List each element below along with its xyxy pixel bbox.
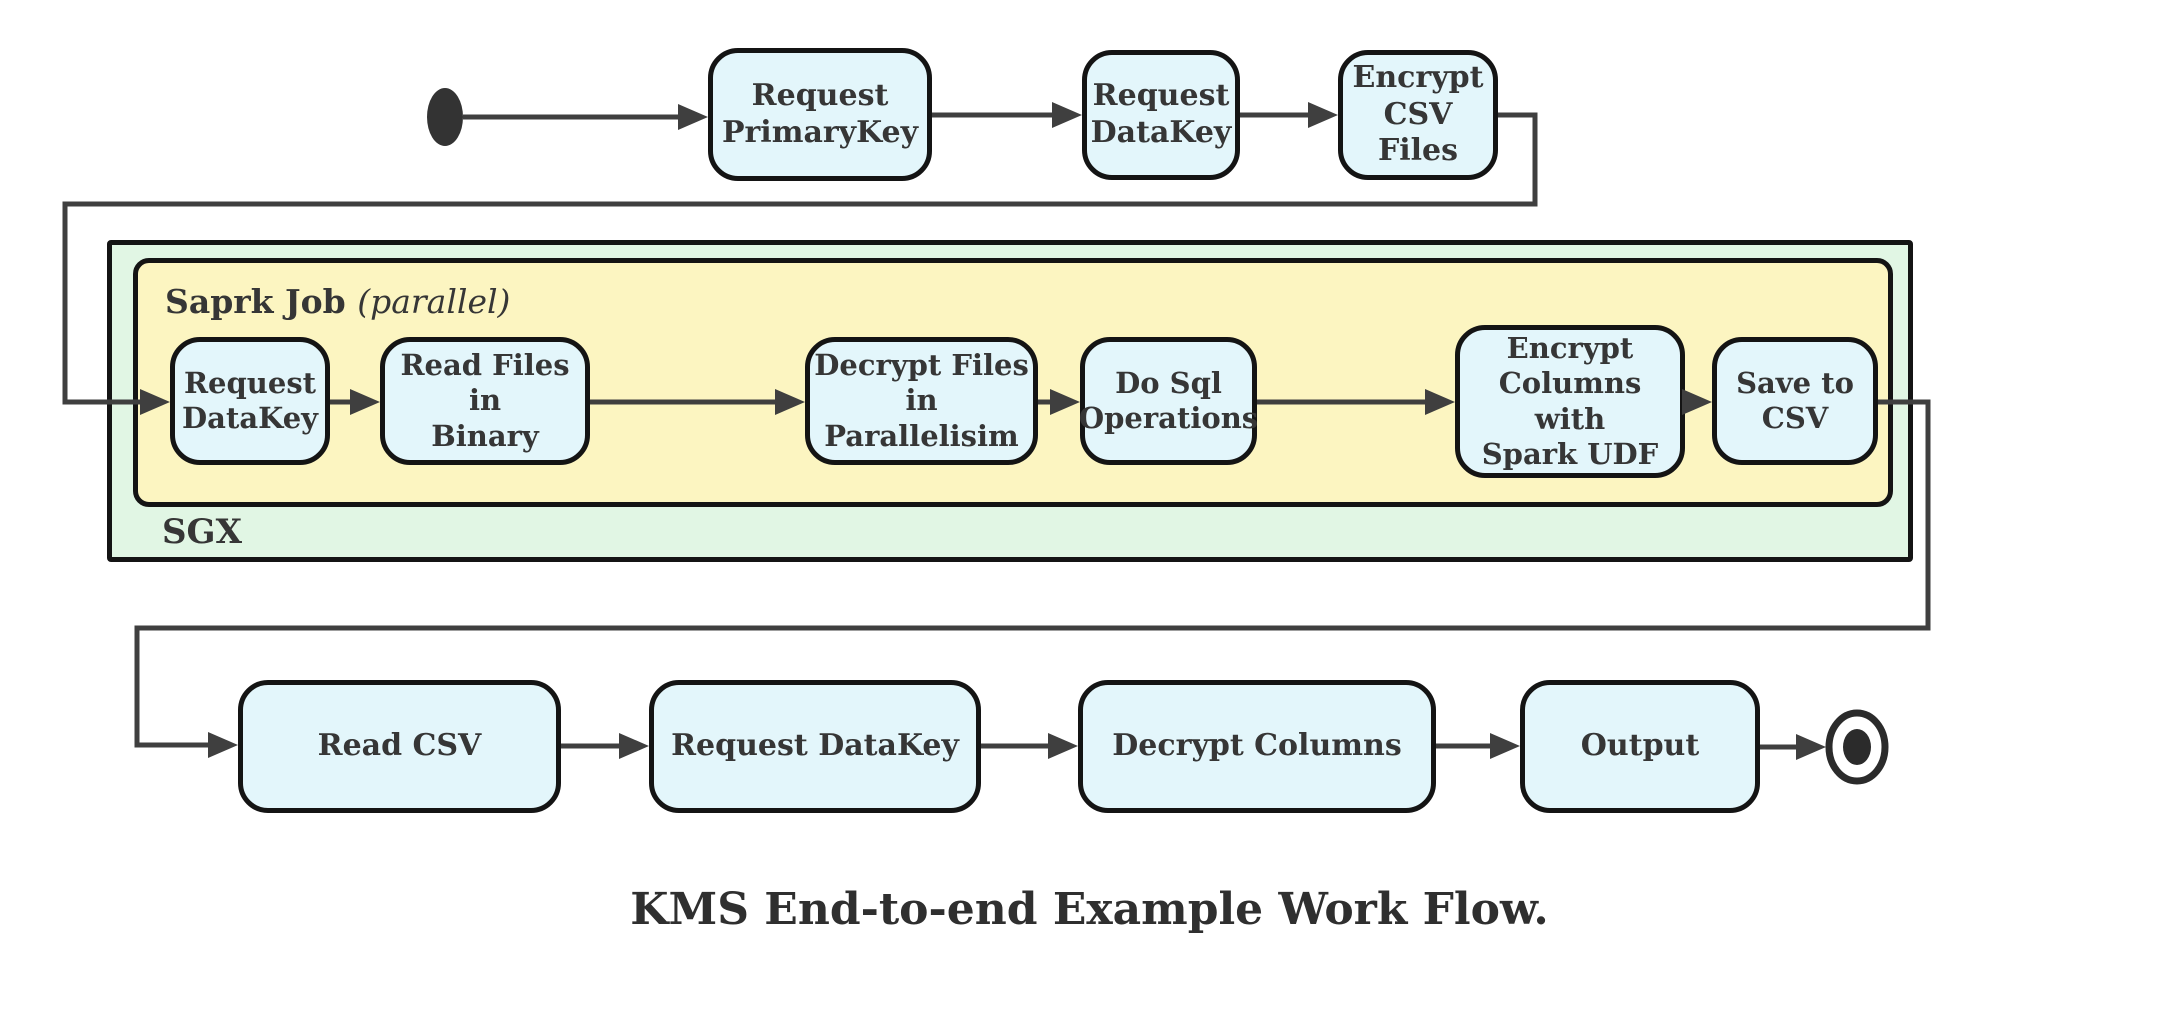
activity-read-csv: Read CSV bbox=[238, 680, 561, 813]
activity-encrypt-columns-with-spark-udf: Encrypt Columns with Spark UDF bbox=[1455, 325, 1685, 478]
activity-request-datakey-bottom: Request DataKey bbox=[649, 680, 981, 813]
activity-output: Output bbox=[1520, 680, 1760, 813]
spark-job-label: Saprk Job (parallel) bbox=[165, 282, 510, 321]
activity-save-to-csv: Save to CSV bbox=[1712, 337, 1878, 465]
activity-decrypt-columns: Decrypt Columns bbox=[1078, 680, 1436, 813]
edge-decrypt-columns-to-output bbox=[1436, 733, 1520, 759]
diagram-caption: KMS End-to-end Example Work Flow. bbox=[630, 884, 1549, 935]
spark-job-title: Saprk Job bbox=[165, 282, 346, 321]
activity-decrypt-files-in-parallelisim: Decrypt Files in Parallelisim bbox=[805, 337, 1038, 465]
start-node-icon bbox=[427, 88, 463, 146]
activity-do-sql-operations: Do Sql Operations bbox=[1079, 337, 1258, 465]
activity-read-files-in-binary: Read Files in Binary bbox=[380, 337, 590, 465]
edge-output-to-end bbox=[1760, 734, 1826, 760]
activity-request-datakey-top: Request DataKey bbox=[1082, 50, 1240, 180]
end-node-icon bbox=[1825, 709, 1889, 785]
activity-request-primarykey: Request PrimaryKey bbox=[708, 48, 932, 181]
spark-job-qualifier: (parallel) bbox=[357, 282, 511, 321]
edge-request-datakey-to-decrypt-columns bbox=[981, 733, 1078, 759]
sgx-label: SGX bbox=[162, 512, 242, 552]
edge-request-primarykey-to-request-datakey bbox=[932, 102, 1082, 128]
edge-read-csv-to-request-datakey bbox=[561, 733, 649, 759]
activity-encrypt-csv-files: Encrypt CSV Files bbox=[1338, 50, 1498, 180]
edge-request-datakey-to-encrypt-csv bbox=[1240, 102, 1338, 128]
edge-start-to-request-primarykey bbox=[463, 104, 708, 130]
activity-request-datakey-sgx: Request DataKey bbox=[170, 337, 330, 465]
